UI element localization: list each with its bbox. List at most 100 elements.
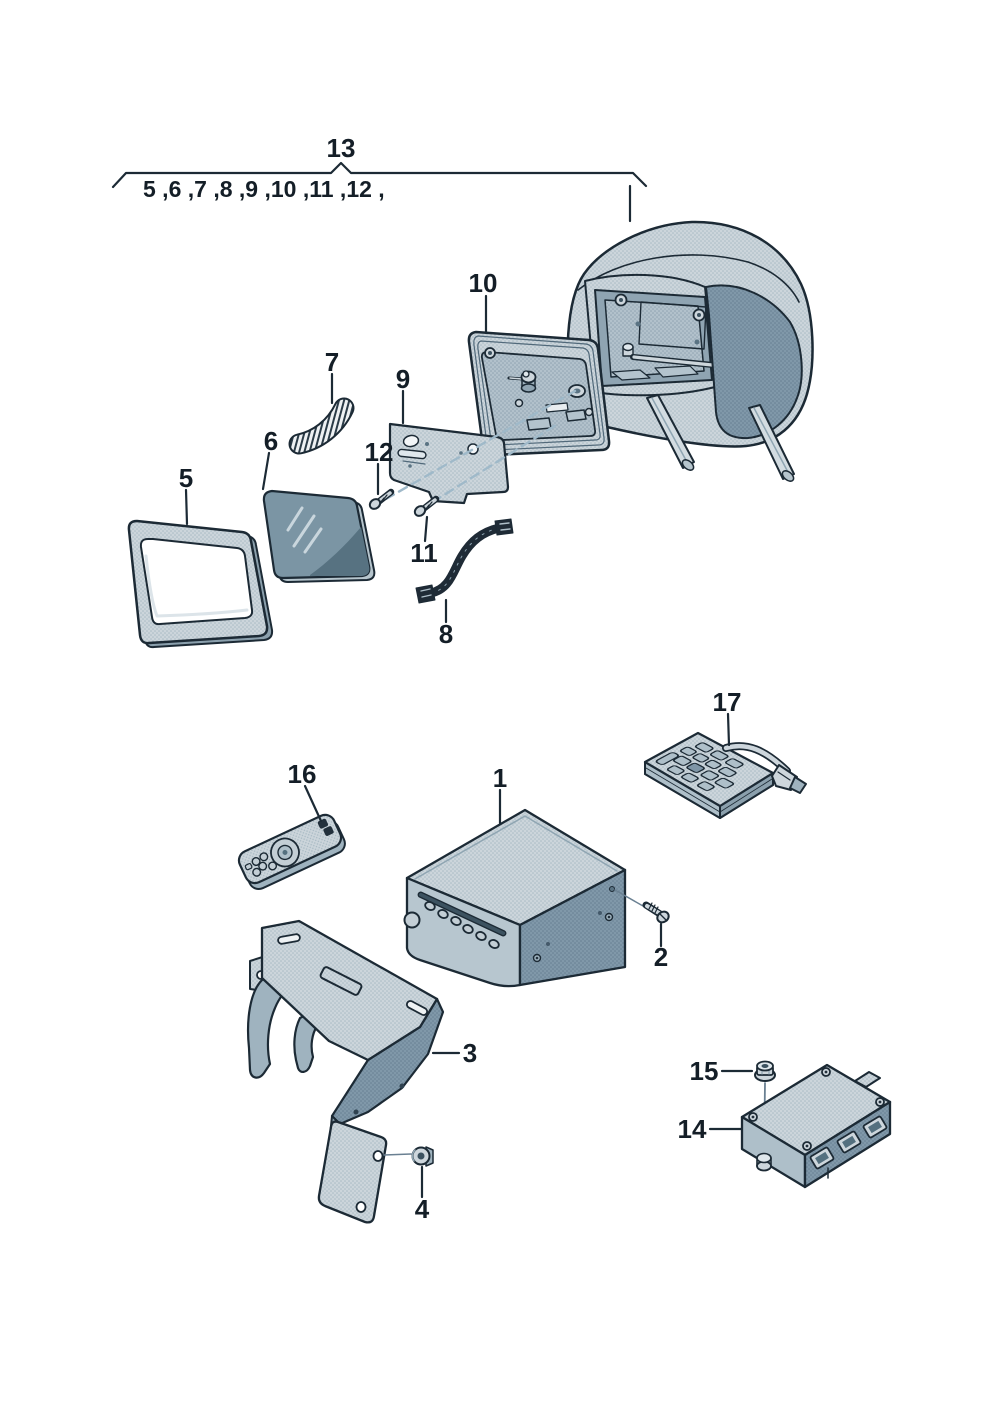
callout-label-16: 16 — [288, 759, 317, 789]
bracket-wall-hole — [353, 1109, 359, 1115]
group-bracket-items: 5 ,6 ,7 ,8 ,9 ,10 ,11 ,12 , — [143, 176, 385, 202]
part-11-screw — [413, 495, 440, 517]
recess-stud — [622, 342, 634, 357]
dvd-top-seam — [414, 815, 618, 880]
callout-leader-11 — [423, 515, 429, 543]
callout-label-14: 14 — [678, 1114, 707, 1144]
keypad-connector-tip — [789, 776, 807, 794]
recess-floor-step — [611, 369, 651, 381]
plate-hole — [425, 442, 429, 446]
part-4-nut — [411, 1146, 434, 1167]
headrest-post-left — [646, 394, 695, 471]
screw-axis-dashed-line — [418, 423, 558, 512]
callout-label-8: 8 — [439, 619, 453, 649]
part-10-display-frame — [467, 330, 611, 457]
remote-button — [251, 856, 261, 866]
headrest-top-seam — [577, 254, 800, 303]
module-connector-port — [809, 1146, 835, 1170]
part-9-mounting-plate — [388, 422, 510, 505]
remote-ir-detail — [323, 826, 334, 836]
callout-label-11: 11 — [410, 538, 438, 568]
remote-button — [258, 861, 268, 871]
screen-reflection — [303, 527, 323, 554]
frame-ridge — [473, 335, 605, 451]
callout-leader-16 — [303, 784, 323, 823]
screen-reflection — [292, 514, 316, 548]
bracket-foot-hole — [355, 1201, 367, 1213]
callout-label-7: 7 — [325, 347, 339, 377]
frame-ridge — [477, 340, 601, 446]
part-3-mounting-bracket — [246, 919, 445, 1224]
bracket-wall-hole — [399, 1083, 405, 1089]
keypad-buttons — [655, 742, 744, 791]
callout-label-9: 9 — [396, 364, 410, 394]
recess-cross-rod-highlight — [632, 355, 714, 367]
part-15-nut — [754, 1060, 776, 1082]
part-14-control-module — [740, 1063, 892, 1189]
group-bracket-line — [111, 161, 648, 189]
part-13-headrest — [566, 220, 814, 482]
bracket-center-slot — [319, 966, 363, 996]
group-bracket-13: 13 5 ,6 ,7 ,8 ,9 ,10 ,11 ,12 , — [111, 133, 648, 223]
dvd-side-face — [518, 868, 627, 987]
recess-screw-dot — [619, 298, 623, 302]
remote-button — [252, 867, 262, 877]
bracket-upper-plate — [260, 919, 439, 1062]
remote-button-small — [244, 863, 253, 871]
dvd-side-hole — [598, 911, 602, 915]
callout-leader-17 — [726, 712, 731, 747]
screen-reflection — [286, 506, 304, 532]
dvd-side-hole — [546, 942, 550, 946]
callout-label-5: 5 — [179, 463, 193, 493]
group-bracket-label: 13 — [327, 133, 356, 163]
cable-connector — [415, 584, 436, 604]
dvd-side-hole — [609, 886, 615, 892]
nut-hole — [761, 1064, 769, 1068]
dvd-front-buttons — [424, 901, 500, 949]
part-8-connection-cable — [415, 518, 514, 604]
remote-button — [268, 861, 278, 871]
callout-label-12: 12 — [365, 437, 394, 467]
plate-hole — [408, 464, 412, 468]
recess-hole — [635, 321, 641, 327]
module-connector-port — [862, 1115, 888, 1139]
callout-label-3: 3 — [463, 1038, 477, 1068]
module-mounting-foot — [756, 1152, 772, 1172]
remote-dpad-center — [282, 849, 288, 855]
part-7-ribbon-cable — [288, 397, 355, 455]
bezel-inner-lip — [144, 554, 249, 618]
screw-2-axis-line — [614, 889, 644, 907]
callout-label-15: 15 — [690, 1056, 719, 1086]
frame-dome — [584, 407, 594, 417]
nut-hole — [417, 1152, 425, 1160]
plate-slot — [397, 448, 427, 460]
recess-screw-dot — [697, 313, 701, 317]
screw-axis-dashed-line — [384, 389, 577, 501]
recess-detail-plate — [638, 301, 707, 350]
headrest-post-right — [748, 404, 795, 482]
plate-oval-hole — [402, 434, 420, 448]
headrest-side-cushion — [705, 284, 803, 440]
frame-dome — [514, 398, 524, 408]
bracket-hook-prong — [293, 1012, 319, 1073]
part-1-dvd-player-unit — [403, 808, 644, 988]
callout-leader-6 — [261, 451, 271, 491]
plate-hole — [459, 451, 463, 455]
frame-tab — [526, 417, 552, 431]
keypad-cable-connector — [771, 764, 798, 791]
callout-label-4: 4 — [415, 1194, 430, 1224]
callout-label-10: 10 — [469, 268, 498, 298]
cable-connector — [494, 518, 514, 536]
callout-label-2: 2 — [654, 942, 668, 972]
part-17-control-keypad — [643, 731, 807, 819]
bezel-opening — [139, 538, 254, 626]
frame-corner-boss-dot — [488, 351, 492, 355]
part-12-screw — [368, 488, 395, 510]
recess-hole — [694, 339, 700, 345]
bracket-slot — [277, 933, 301, 945]
remote-button — [259, 852, 269, 862]
recess-floor-step — [654, 365, 699, 378]
bracket-foot-hole — [372, 1150, 384, 1162]
